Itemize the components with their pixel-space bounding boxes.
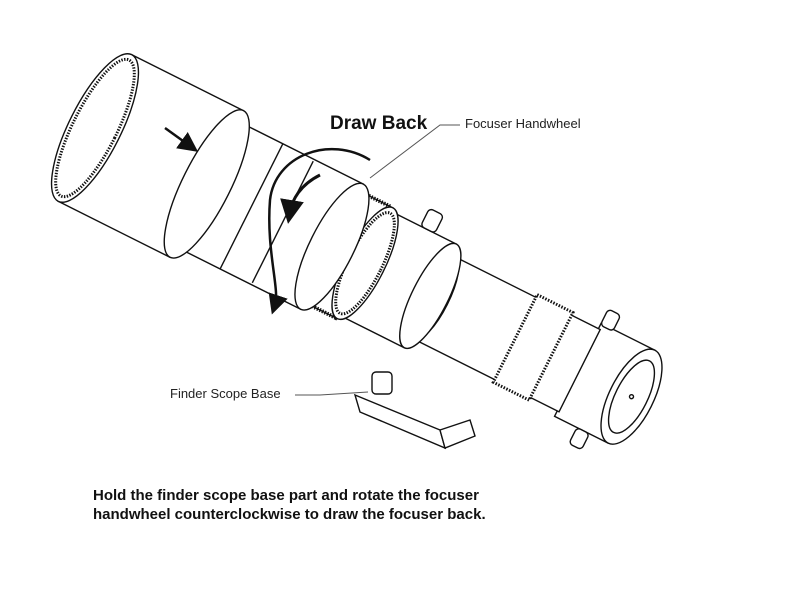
diagram-title: Draw Back (330, 113, 428, 134)
direction-arrow (164, 126, 199, 152)
caption-line-1: Hold the finder scope base part and rota… (93, 487, 479, 504)
lock-knob (421, 208, 621, 450)
rotation-arrow (268, 147, 371, 315)
leader-line-handwheel (369, 124, 460, 179)
label-focuser-handwheel: Focuser Handwheel (465, 116, 581, 131)
leader-line-base (295, 391, 369, 396)
counterclockwise-arrow (280, 173, 321, 224)
label-finder-scope-base: Finder Scope Base (170, 386, 281, 401)
caption: Hold the finder scope base part and rota… (93, 486, 486, 524)
finder-scope-base (353, 371, 476, 450)
rear-adapter (553, 322, 663, 445)
caption-line-2: handwheel counterclockwise to draw the f… (93, 506, 486, 523)
dew-shield (50, 53, 250, 259)
